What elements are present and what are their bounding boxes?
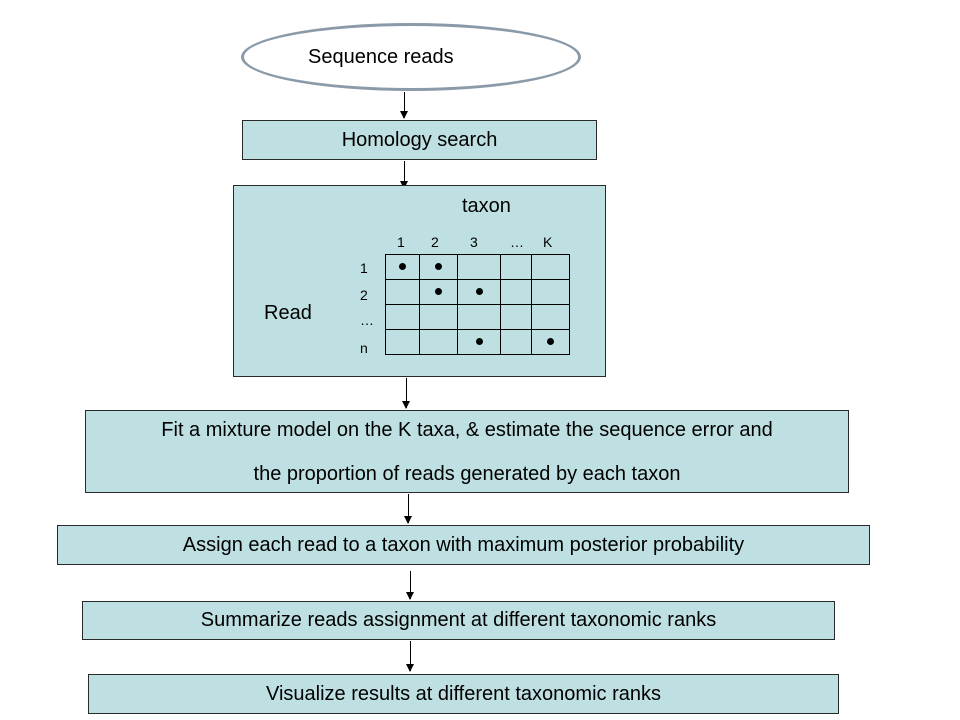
hit-dot xyxy=(475,288,483,295)
arrow-5 xyxy=(406,571,414,600)
matrix-cell xyxy=(500,279,532,305)
matrix-cell xyxy=(457,304,501,330)
matrix-cell xyxy=(419,254,458,280)
matrix-row-header: 1 xyxy=(360,260,368,276)
arrow-6 xyxy=(406,641,414,672)
matrix-cell xyxy=(531,304,570,330)
arrow-4 xyxy=(404,494,412,524)
step-assign-reads: Assign each read to a taxon with maximum… xyxy=(57,525,870,565)
step-homology-search-label: Homology search xyxy=(341,128,498,151)
matrix-cell xyxy=(457,254,501,280)
start-node-label: Sequence reads xyxy=(308,46,454,68)
hit-dot xyxy=(547,338,554,345)
step-visualize-label: Visualize results at different taxonomic… xyxy=(265,682,661,705)
matrix-col-header: 2 xyxy=(431,234,439,250)
matrix-col-header: K xyxy=(543,234,553,250)
matrix-row xyxy=(385,279,570,305)
matrix-cell xyxy=(500,254,532,280)
step-assign-reads-label: Assign each read to a taxon with maximum… xyxy=(182,533,745,556)
matrix-cell xyxy=(419,279,458,305)
matrix-row xyxy=(385,304,570,330)
arrow-3 xyxy=(402,378,410,409)
step-summarize: Summarize reads assignment at different … xyxy=(82,601,835,640)
step-fit-mixture-model-line1: Fit a mixture model on the K taxa, & est… xyxy=(161,418,773,441)
matrix-cell xyxy=(385,304,420,330)
matrix-cell xyxy=(385,254,420,280)
matrix-cell xyxy=(531,329,570,355)
read-taxon-matrix-panel: taxon Read 1 2 3 … K 1 2 … n xyxy=(233,185,606,377)
step-fit-mixture-model: Fit a mixture model on the K taxa, & est… xyxy=(85,410,849,493)
matrix-cell xyxy=(385,279,420,305)
matrix-col-header: … xyxy=(510,234,524,250)
matrix-cell xyxy=(385,329,420,355)
matrix-cell xyxy=(531,279,570,305)
matrix-grid xyxy=(385,254,570,355)
matrix-cell xyxy=(500,304,532,330)
step-visualize: Visualize results at different taxonomic… xyxy=(88,674,839,714)
hit-dot xyxy=(435,288,442,295)
matrix-cell xyxy=(419,329,458,355)
matrix-cell xyxy=(457,329,501,355)
matrix-row-header: … xyxy=(360,312,374,328)
arrow-1 xyxy=(400,92,408,119)
matrix-row xyxy=(385,254,570,280)
matrix-row-header: n xyxy=(360,340,368,356)
matrix-cell xyxy=(531,254,570,280)
matrix-cell xyxy=(457,279,501,305)
matrix-row-header: 2 xyxy=(360,287,368,303)
step-summarize-label: Summarize reads assignment at different … xyxy=(200,609,717,631)
matrix-row-title: Read xyxy=(264,302,312,324)
matrix-col-header: 1 xyxy=(397,234,405,250)
matrix-col-header: 3 xyxy=(470,234,478,250)
hit-dot xyxy=(399,263,406,270)
hit-dot xyxy=(475,338,483,345)
matrix-cell xyxy=(500,329,532,355)
arrow-2 xyxy=(400,161,408,189)
matrix-cell xyxy=(419,304,458,330)
step-fit-mixture-model-line2: the proportion of reads generated by eac… xyxy=(253,462,681,485)
matrix-column-title: taxon xyxy=(462,195,511,217)
matrix-row xyxy=(385,329,570,355)
step-homology-search: Homology search xyxy=(242,120,597,160)
hit-dot xyxy=(435,263,442,270)
start-node-sequence-reads: Sequence reads xyxy=(241,23,581,91)
